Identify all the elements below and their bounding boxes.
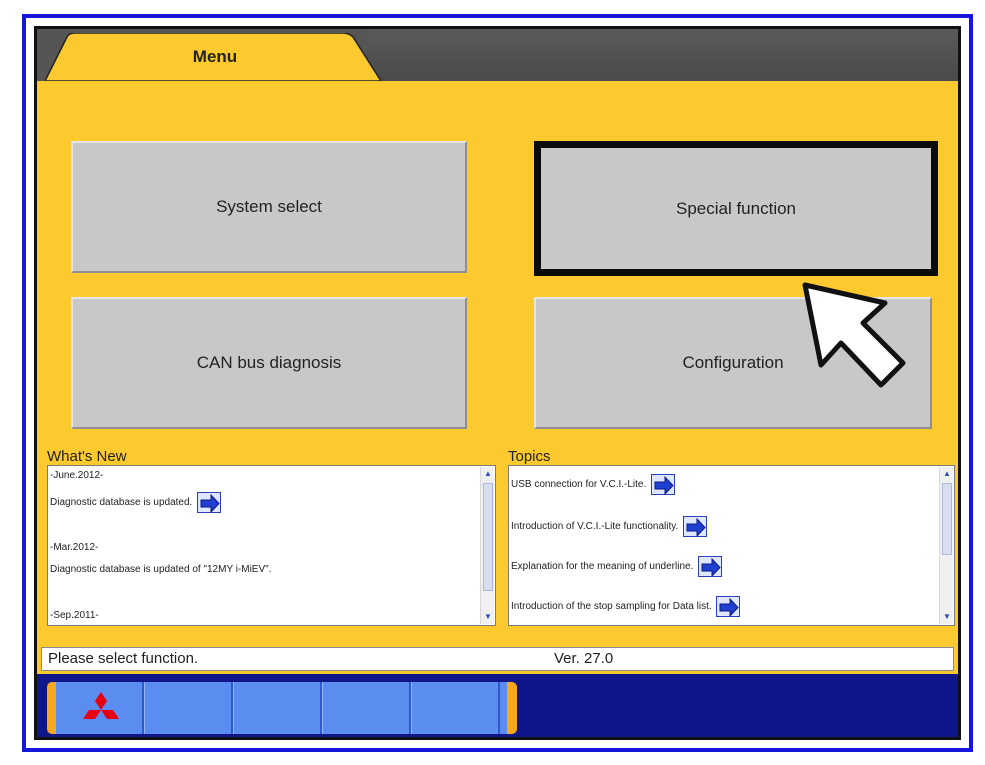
status-message: Please select function. [48, 650, 199, 667]
toolbar-slot-5[interactable] [411, 682, 500, 734]
topics-scrollbar[interactable]: ▲ ▼ [939, 467, 953, 624]
bottom-bar [37, 674, 958, 737]
topic-item-1-arrow-button[interactable] [651, 474, 676, 495]
news-item-1: Diagnostic database is updated. [50, 492, 222, 513]
whats-new-title: What's New [47, 448, 127, 465]
configuration-label: Configuration [682, 353, 784, 372]
topic-item-2-arrow-button[interactable] [683, 516, 708, 537]
topics-list[interactable]: USB connection for V.C.I.-Lite. Introduc… [508, 465, 955, 626]
toolbar-slot-3[interactable] [233, 682, 322, 734]
topic-item-1-text: USB connection for V.C.I.-Lite. [511, 479, 647, 491]
toolbar-slot-2[interactable] [144, 682, 233, 734]
right-arrow-icon [701, 558, 721, 577]
topic-item-1[interactable]: USB connection for V.C.I.-Lite. [511, 474, 676, 495]
topic-item-2-text: Introduction of V.C.I.-Lite functionalit… [511, 521, 679, 533]
scroll-down-icon[interactable]: ▼ [943, 612, 951, 621]
scroll-up-icon[interactable]: ▲ [943, 469, 951, 478]
toolbar-slot-4[interactable] [322, 682, 411, 734]
news-item-2: Diagnostic database is updated of "12MY … [50, 564, 272, 575]
outer-frame: Menu System select Special function CAN … [22, 14, 973, 752]
news-date-2: -Mar.2012- [50, 542, 99, 553]
whats-new-content: -June.2012- Diagnostic database is updat… [50, 468, 477, 623]
version-label: Ver. 27.0 [554, 650, 614, 667]
special-function-button[interactable]: Special function [534, 141, 938, 276]
app-window: Menu System select Special function CAN … [34, 26, 961, 740]
topic-item-3-arrow-button[interactable] [698, 556, 723, 577]
whats-new-list[interactable]: -June.2012- Diagnostic database is updat… [47, 465, 496, 626]
whats-new-scroll-thumb[interactable] [483, 483, 493, 591]
topics-content: USB connection for V.C.I.-Lite. Introduc… [511, 468, 936, 623]
news-item-1-arrow-button[interactable] [197, 492, 222, 513]
scroll-up-icon[interactable]: ▲ [484, 469, 492, 478]
news-date-1: -June.2012- [50, 470, 104, 481]
topic-item-4[interactable]: Introduction of the stop sampling for Da… [511, 596, 741, 617]
right-arrow-icon [686, 518, 706, 537]
mouse-cursor-icon [802, 282, 906, 388]
topic-item-4-text: Introduction of the stop sampling for Da… [511, 601, 712, 613]
can-bus-diagnosis-button[interactable]: CAN bus diagnosis [71, 297, 467, 429]
right-arrow-icon [654, 476, 674, 495]
home-logo-button[interactable] [55, 682, 144, 734]
system-select-button[interactable]: System select [71, 141, 467, 273]
function-toolbar [47, 682, 517, 734]
tab-menu[interactable]: Menu [45, 33, 385, 81]
tab-menu-label: Menu [192, 47, 238, 66]
topic-item-3-text: Explanation for the meaning of underline… [511, 561, 694, 573]
main-screen: Menu System select Special function CAN … [37, 29, 958, 737]
special-function-label: Special function [675, 198, 797, 218]
can-bus-diagnosis-label: CAN bus diagnosis [196, 353, 342, 372]
whats-new-scrollbar[interactable]: ▲ ▼ [480, 467, 494, 624]
tab-strip-background [367, 29, 958, 81]
topic-item-3[interactable]: Explanation for the meaning of underline… [511, 556, 723, 577]
scroll-down-icon[interactable]: ▼ [484, 612, 492, 621]
news-date-3: -Sep.2011- [50, 610, 99, 621]
mitsubishi-logo-icon [83, 692, 119, 719]
system-select-label: System select [216, 197, 322, 216]
topics-title: Topics [508, 448, 551, 465]
right-arrow-icon [719, 598, 740, 617]
news-item-1-text: Diagnostic database is updated. [50, 497, 193, 509]
topic-item-2[interactable]: Introduction of V.C.I.-Lite functionalit… [511, 516, 708, 537]
topic-item-4-arrow-button[interactable] [716, 596, 741, 617]
toolbar-slots [55, 682, 507, 734]
topics-scroll-thumb[interactable] [942, 483, 952, 555]
status-bar: Please select function. Ver. 27.0 [41, 647, 954, 671]
right-arrow-icon [200, 494, 220, 513]
